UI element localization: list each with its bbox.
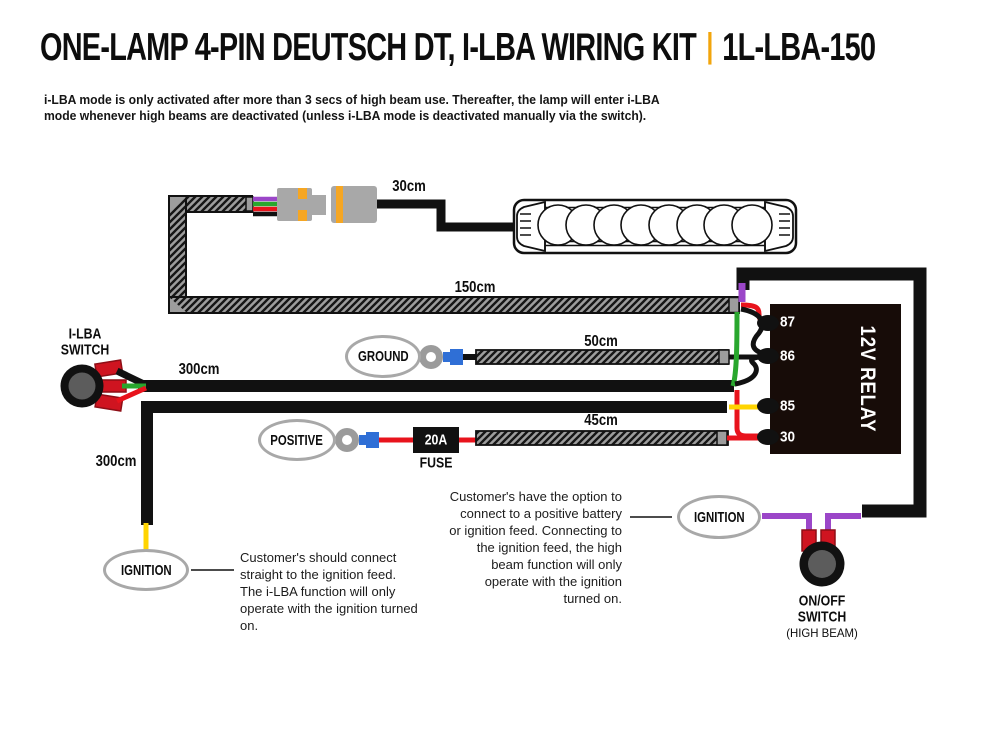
braided-harness bbox=[168, 195, 740, 314]
ilba-switch bbox=[60, 359, 148, 412]
positive-lead bbox=[335, 427, 770, 453]
positive-label-text: POSITIVE bbox=[270, 431, 324, 449]
ilba-switch-label-line1: I-LBA bbox=[68, 325, 102, 343]
ignition-label-right-text: IGNITION bbox=[693, 508, 745, 526]
ground-lead bbox=[419, 345, 770, 369]
relay-label: 12V RELAY bbox=[856, 325, 879, 433]
relay-12v bbox=[757, 304, 901, 454]
note-ignition-left: Customer's should connect straight to th… bbox=[240, 550, 418, 633]
length-label-45cm: 45cm bbox=[584, 412, 618, 429]
ignition-label-left-text: IGNITION bbox=[120, 561, 172, 579]
lamp-wire bbox=[377, 199, 516, 232]
length-label-30cm: 30cm bbox=[392, 178, 426, 195]
relay-wiring bbox=[729, 302, 773, 439]
relay-pin-87: 87 bbox=[780, 313, 796, 331]
length-label-300cm-ignition: 300cm bbox=[95, 453, 137, 470]
high-beam-jacket-wire bbox=[736, 267, 927, 518]
relay-pin-30: 30 bbox=[780, 428, 796, 446]
onoff-label-sub: (HIGH BEAM) bbox=[786, 626, 858, 640]
length-label-50cm: 50cm bbox=[584, 333, 618, 350]
switch-cable-300cm bbox=[138, 380, 734, 392]
length-label-150cm: 150cm bbox=[454, 279, 496, 296]
length-label-300cm-switch: 300cm bbox=[178, 361, 220, 378]
ignition-cable-300cm bbox=[141, 401, 727, 525]
onoff-label-line1: ON/OFF bbox=[798, 592, 846, 610]
led-light-bar bbox=[512, 198, 798, 255]
title-separator: | bbox=[706, 26, 714, 65]
relay-pin-86: 86 bbox=[780, 347, 796, 365]
note-ignition-right: Customer's have the option to connect to… bbox=[449, 489, 622, 606]
fuse-box bbox=[413, 427, 459, 453]
title-text: ONE-LAMP 4-PIN DEUTSCH DT, I-LBA WIRING … bbox=[40, 26, 697, 69]
page-title: ONE-LAMP 4-PIN DEUTSCH DT, I-LBA WIRING … bbox=[40, 26, 876, 70]
ilba-switch-label-line2: SWITCH bbox=[60, 341, 110, 359]
positive-label: POSITIVE bbox=[258, 419, 336, 461]
deutsch-dt-connector bbox=[253, 186, 377, 223]
onoff-switch bbox=[762, 513, 861, 587]
subtitle: i-LBA mode is only activated after more … bbox=[44, 92, 660, 123]
ignition-label-right: IGNITION bbox=[677, 495, 761, 539]
ground-label: GROUND bbox=[345, 335, 421, 378]
onoff-label-line2: SWITCH bbox=[797, 608, 847, 626]
product-code: 1L-LBA-150 bbox=[722, 26, 876, 69]
ignition-label-left: IGNITION bbox=[103, 549, 189, 591]
ground-label-text: GROUND bbox=[357, 348, 409, 365]
subtitle-line1: i-LBA mode is only activated after more … bbox=[44, 92, 660, 107]
fuse-rating: 20A bbox=[424, 431, 448, 449]
fuse-label: FUSE bbox=[419, 454, 453, 472]
relay-pin-85: 85 bbox=[780, 397, 796, 415]
subtitle-line2: mode whenever high beams are deactivated… bbox=[44, 107, 647, 123]
